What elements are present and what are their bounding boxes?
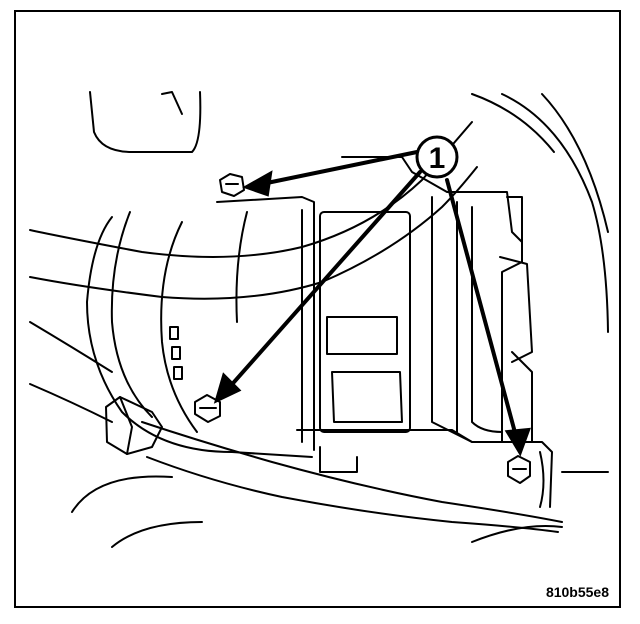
right-wall bbox=[501, 93, 609, 333]
leader-top bbox=[260, 150, 419, 186]
lower-hose bbox=[141, 421, 563, 523]
leader-right bbox=[445, 178, 519, 442]
callout-1: 1 bbox=[415, 135, 459, 179]
mounting-block bbox=[341, 156, 523, 443]
alternator-body bbox=[86, 216, 313, 458]
upper-bracket bbox=[89, 91, 202, 153]
hose-fitting bbox=[105, 396, 163, 455]
figure-id: 810b55e8 bbox=[545, 584, 609, 600]
bolt-left bbox=[194, 394, 221, 423]
leader-left bbox=[225, 170, 422, 392]
alternator-illustration: 1 bbox=[29, 91, 609, 548]
bolt-right bbox=[507, 455, 531, 484]
bolt-top bbox=[219, 173, 245, 197]
lower-bracket bbox=[296, 429, 553, 508]
callout-number: 1 bbox=[429, 142, 446, 175]
diagram-frame: 1 810b55e8 bbox=[14, 10, 621, 608]
